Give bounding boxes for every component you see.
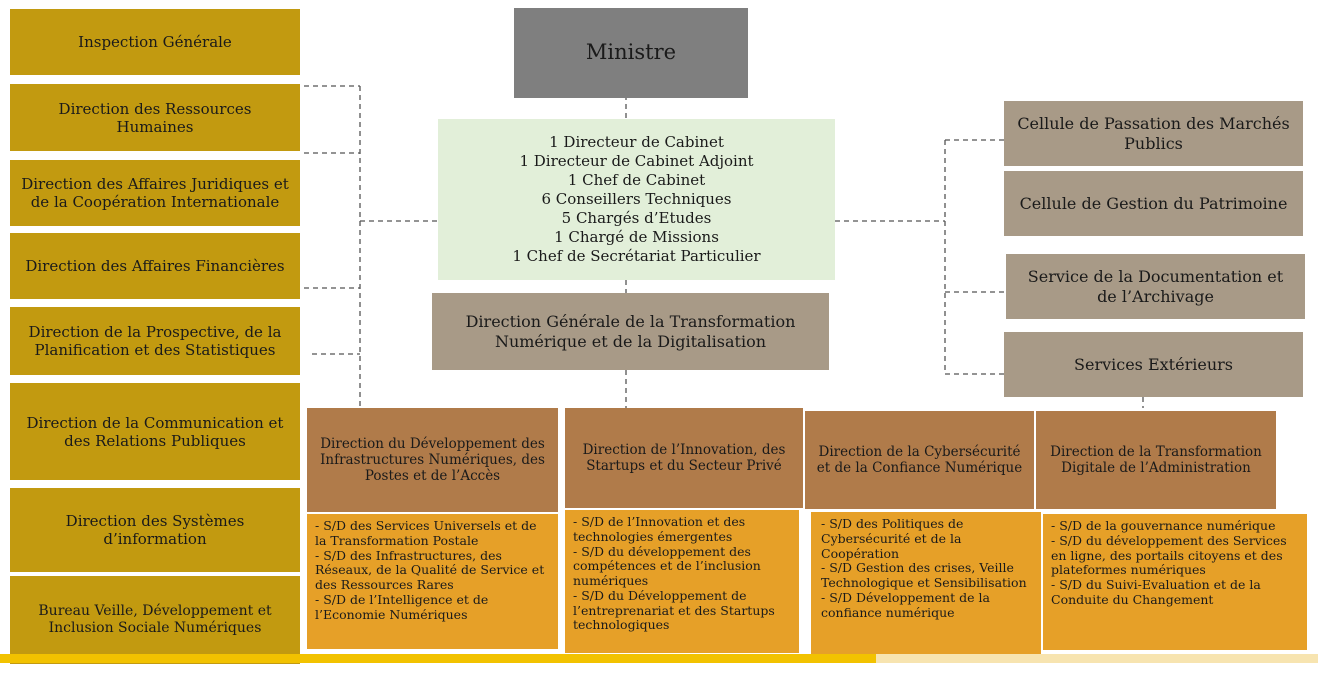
left-unit-6: Direction de la Communication et des Rel… xyxy=(10,383,300,480)
sub-direction-item: - S/D du développement des Services en l… xyxy=(1051,532,1287,578)
cabinet-line: 1 Chef de Secrétariat Particulier xyxy=(512,247,761,266)
left-unit-8: Bureau Veille, Développement et Inclusio… xyxy=(10,576,300,664)
left-unit-label: Direction des Ressources Humaines xyxy=(58,99,252,136)
left-unit-label: Direction des Affaires Juridiques et de … xyxy=(21,175,289,211)
cabinet-line: 5 Chargés d’Etudes xyxy=(561,209,712,228)
bottom-bar-light xyxy=(876,654,1318,663)
left-unit-3: Direction des Affaires Juridiques et de … xyxy=(10,160,300,226)
left-unit-label: Bureau Veille, Développement et Inclusio… xyxy=(38,603,272,636)
sub-direction-item: - S/D de l’Innovation et des technologie… xyxy=(573,514,746,544)
minister-label: Ministre xyxy=(585,40,677,65)
direction-title: Direction de l’Innovation, des Startups … xyxy=(582,441,786,474)
sub-direction-item: - S/D des Politiques de Cybersécurité et… xyxy=(821,516,964,561)
cabinet-line: 1 Directeur de Cabinet Adjoint xyxy=(519,151,754,170)
right-unit-label: Service de la Documentation et de l’Arch… xyxy=(1027,267,1284,306)
sub-direction-item: - S/D du développement des compétences e… xyxy=(573,543,761,588)
sub-direction-item: - S/D du Développement de l’entreprenari… xyxy=(573,587,775,633)
direction-title: Direction de la Cybersécurité et de la C… xyxy=(816,443,1023,476)
direction-4-box: Direction de la Transformation Digitale … xyxy=(1036,411,1276,509)
cabinet-line: 6 Conseillers Techniques xyxy=(541,189,732,208)
left-unit-label: Direction de la Communication et des Rel… xyxy=(26,413,284,450)
left-unit-1: Inspection Générale xyxy=(10,9,300,75)
general-direction-label: Direction Générale de la Transformation … xyxy=(465,312,796,351)
left-unit-2: Direction des Ressources Humaines xyxy=(10,84,300,151)
cabinet-line: 1 Chargé de Missions xyxy=(554,228,719,247)
sub-direction-item: - S/D Gestion des crises, Veille Technol… xyxy=(821,560,1027,590)
sub-direction-item: - S/D de l’Intelligence et de l’Economie… xyxy=(315,591,489,622)
left-unit-label: Direction des Systèmes d’information xyxy=(65,512,245,548)
left-unit-5: Direction de la Prospective, de la Plani… xyxy=(10,307,300,375)
direction-3-box: Direction de la Cybersécurité et de la C… xyxy=(805,411,1034,509)
right-unit-4: Services Extérieurs xyxy=(1004,332,1303,397)
sub-direction-item: - S/D des Infrastructures, des Réseaux, … xyxy=(315,547,545,592)
direction-title: Direction du Développement des Infrastru… xyxy=(320,435,545,485)
left-unit-7: Direction des Systèmes d’information xyxy=(10,488,300,572)
bottom-bar-strong xyxy=(0,654,876,663)
left-unit-label: Inspection Générale xyxy=(78,33,232,51)
sub-directions-1: - S/D des Services Universels et de la T… xyxy=(307,514,558,649)
right-unit-label: Cellule de Gestion du Patrimoine xyxy=(1019,193,1288,213)
cabinet-line: 1 Chef de Cabinet xyxy=(567,170,706,189)
minister-box: Ministre xyxy=(514,8,748,98)
sub-direction-item: - S/D du Suivi-Evaluation et de la Condu… xyxy=(1051,577,1261,607)
right-unit-2: Cellule de Gestion du Patrimoine xyxy=(1004,171,1303,236)
right-unit-1: Cellule de Passation des Marchés Publics xyxy=(1004,101,1303,166)
left-unit-label: Direction de la Prospective, de la Plani… xyxy=(28,323,282,359)
sub-directions-2: - S/D de l’Innovation et des technologie… xyxy=(565,510,799,653)
sub-directions-4: - S/D de la gouvernance numérique - S/D … xyxy=(1043,514,1307,650)
cabinet-line: 1 Directeur de Cabinet xyxy=(549,132,724,151)
sub-directions-3: - S/D des Politiques de Cybersécurité et… xyxy=(811,512,1041,654)
right-unit-label: Services Extérieurs xyxy=(1074,354,1233,374)
sub-direction-item: - S/D des Services Universels et de la T… xyxy=(315,518,537,548)
direction-2-box: Direction de l’Innovation, des Startups … xyxy=(565,408,803,508)
cabinet-box: 1 Directeur de Cabinet 1 Directeur de Ca… xyxy=(438,119,835,280)
sub-direction-item: - S/D Développement de la confiance numé… xyxy=(821,589,990,620)
left-unit-4: Direction des Affaires Financières xyxy=(10,233,300,299)
direction-title: Direction de la Transformation Digitale … xyxy=(1050,443,1262,476)
left-unit-label: Direction des Affaires Financières xyxy=(25,257,285,275)
general-direction-box: Direction Générale de la Transformation … xyxy=(432,293,829,370)
sub-direction-item: - S/D de la gouvernance numérique xyxy=(1051,518,1276,533)
right-unit-label: Cellule de Passation des Marchés Publics xyxy=(1017,114,1290,153)
right-unit-3: Service de la Documentation et de l’Arch… xyxy=(1006,254,1305,319)
direction-1-box: Direction du Développement des Infrastru… xyxy=(307,408,558,512)
